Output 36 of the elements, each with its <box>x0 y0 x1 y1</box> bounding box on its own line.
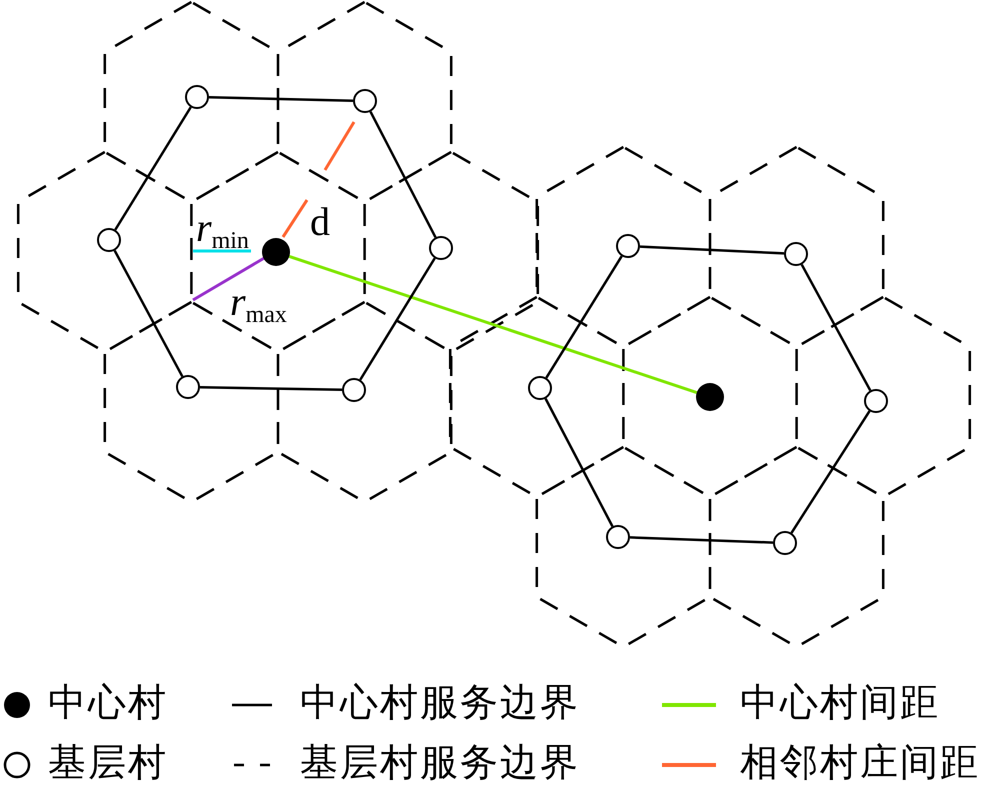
boundary-line <box>640 245 784 255</box>
distance-line <box>288 255 698 394</box>
symbol-label: r$_{min}$ <box>196 208 249 248</box>
village-circle <box>773 531 797 555</box>
village-circle <box>696 383 724 411</box>
boundary-line <box>800 264 872 392</box>
village-circle <box>353 89 377 113</box>
village-circle <box>342 378 366 402</box>
village-circle <box>784 242 808 266</box>
legend-text: 相邻村庄间距 <box>740 744 980 782</box>
village-circle <box>616 234 640 258</box>
village-circle <box>606 525 630 549</box>
legend-text: 基层村服务边界 <box>300 744 580 782</box>
legend-text: 中心村 <box>48 684 168 722</box>
legend-text: 中心村间距 <box>740 684 940 722</box>
village-circle <box>185 85 209 109</box>
boundary-line <box>790 410 871 534</box>
boundary-line <box>369 111 437 238</box>
boundary-line <box>630 536 774 544</box>
village-circle <box>262 238 290 266</box>
boundary-line <box>200 386 342 392</box>
symbol-label: r$_{max}$ <box>230 282 287 322</box>
boundary-line <box>545 256 623 378</box>
legend-text: 中心村服务边界 <box>300 684 580 722</box>
boundary-line <box>114 250 184 378</box>
boundary-line <box>544 398 614 527</box>
village-circle <box>176 375 200 399</box>
village-circle <box>97 228 121 252</box>
boundary-line <box>359 258 436 380</box>
village-circle <box>864 389 888 413</box>
boundary-line <box>208 96 354 102</box>
legend-text: 基层村 <box>48 744 168 782</box>
village-circle <box>429 236 453 260</box>
symbol-label: d <box>310 202 330 242</box>
village-circle <box>528 376 552 400</box>
boundary-line <box>114 106 192 230</box>
